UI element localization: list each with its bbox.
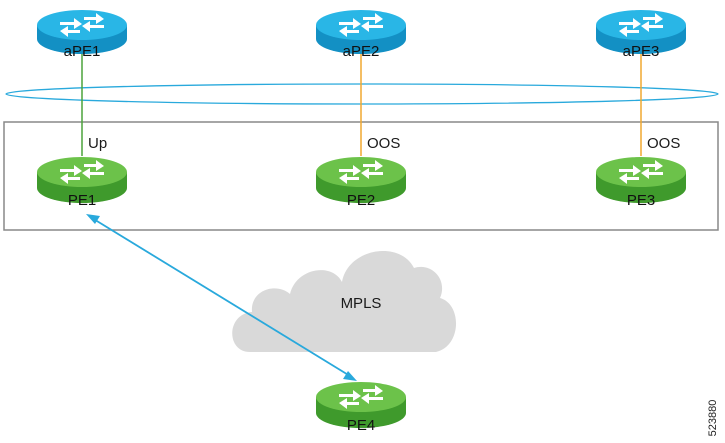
- router-pe1[interactable]: PE1: [37, 157, 127, 209]
- router-label: PE2: [347, 192, 375, 209]
- pe1-link-status: Up: [88, 135, 107, 152]
- figure-id: 523880: [707, 400, 719, 437]
- router-label: aPE3: [623, 43, 660, 60]
- pe3-link-status: OOS: [647, 135, 680, 152]
- router-ape2[interactable]: aPE2: [316, 10, 406, 60]
- router-pe3[interactable]: PE3: [596, 157, 686, 209]
- mpls-cloud: MPLS: [232, 251, 457, 352]
- router-label: PE4: [347, 417, 375, 434]
- router-pe4[interactable]: PE4: [316, 382, 406, 434]
- router-label: aPE2: [343, 43, 380, 60]
- pe2-link-status: OOS: [367, 135, 400, 152]
- access-ring: [5, 83, 719, 105]
- pe1-pe4-connection: [86, 214, 357, 381]
- arrowhead-pe4: [343, 371, 357, 381]
- arrowhead-pe1: [86, 214, 100, 224]
- router-ape1[interactable]: aPE1: [37, 10, 127, 60]
- router-label: aPE1: [64, 43, 101, 60]
- router-ape3[interactable]: aPE3: [596, 10, 686, 60]
- router-pe2[interactable]: PE2: [316, 157, 406, 209]
- cloud-shape: [232, 251, 457, 352]
- router-label: PE1: [68, 192, 96, 209]
- cloud-label: MPLS: [341, 295, 382, 312]
- router-label: PE3: [627, 192, 655, 209]
